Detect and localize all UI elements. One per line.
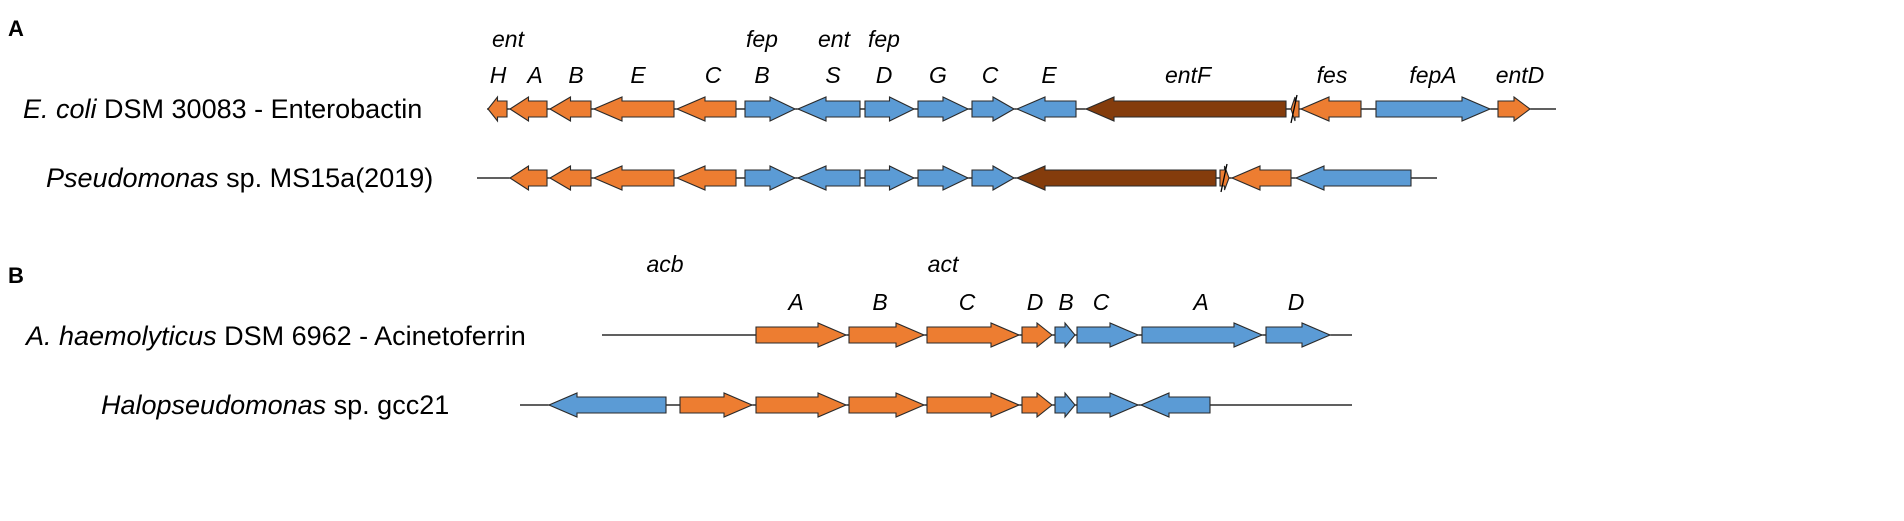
row-a1-gene-1 (487, 95, 508, 123)
organism-name-haemolyticus: A. haemolyticus (24, 321, 217, 351)
organism-name-halopseudomonas: Halopseudomonas (101, 390, 326, 420)
row-a2-gene-6 (796, 165, 861, 191)
row-a1-gene-9 (917, 96, 970, 122)
row-a1-gene-11 (1015, 96, 1077, 122)
gene-label-C: C (705, 62, 722, 88)
gene-label-G: G (929, 62, 947, 88)
row-a2-gene-5 (744, 165, 797, 191)
prefix-fep-2: fep (868, 26, 900, 52)
row-b1-gene-2 (848, 322, 926, 348)
gene-label-acbC: C (959, 289, 976, 315)
gene-row-pseudomonas (508, 163, 1412, 193)
organism-label-halopseudomonas: Halopseudomonas sp. gcc21 (101, 390, 449, 420)
organism-desc-haemolyticus: DSM 6962 - Acinetoferrin (217, 321, 526, 351)
row-b1-gene-1 (755, 322, 848, 348)
row-b2-gene-5 (926, 392, 1021, 418)
row-a2-gene-9 (971, 165, 1016, 191)
organism-desc-ecoli: DSM 30083 - Enterobactin (97, 94, 423, 124)
gene-row-haemolyticus (755, 321, 1332, 349)
gene-label-entE2: E (1041, 62, 1057, 88)
gene-row-ecoli (487, 94, 1531, 124)
organism-name-pseudomonas: Pseudomonas (46, 163, 219, 193)
row-a1-gene-6 (744, 96, 797, 122)
prefix-ent-2: ent (818, 26, 852, 52)
organism-desc-pseudomonas: sp. MS15a(2019) (219, 163, 434, 193)
row-a2-gene-10 (1015, 165, 1217, 191)
gene-label-A: A (525, 62, 542, 88)
row-b2-gene-2 (679, 392, 754, 418)
gene-label-actD: D (1288, 289, 1305, 315)
gene-label-actA: A (1191, 289, 1208, 315)
gene-row-halopseudomonas (547, 391, 1211, 419)
gene-label-H: H (490, 62, 507, 88)
gene-label-acbD: D (1027, 289, 1044, 315)
gene-label-acbB: B (872, 289, 887, 315)
gene-label-acbA: A (786, 289, 803, 315)
row-a1-gene-12 (1084, 96, 1287, 122)
prefix-acb: acb (646, 251, 683, 277)
panel-a: A ent fep ent fep H A B E C B S D G C E … (8, 16, 1556, 193)
row-b2-gene-3 (755, 392, 848, 418)
gene-label-actC: C (1093, 289, 1110, 315)
organism-desc-halopseudomonas: sp. gcc21 (326, 390, 449, 420)
row-b1-gene-7 (1141, 322, 1264, 348)
row-b2-gene-8 (1076, 392, 1140, 418)
panel-a-letter: A (8, 16, 24, 41)
gene-label-entD: entD (1496, 62, 1545, 88)
row-b1-gene-4 (1021, 321, 1053, 349)
gene-label-entF: entF (1165, 62, 1213, 88)
row-a2-gene-13 (1294, 165, 1412, 191)
row-a2-gene-12 (1230, 165, 1292, 191)
prefix-act: act (928, 251, 960, 277)
row-a1-sequence-break (1290, 94, 1298, 124)
row-a1-gene-14 (1299, 96, 1362, 122)
row-b2-gene-9 (1139, 392, 1211, 418)
row-a1-gene-4 (592, 96, 675, 122)
row-b2-gene-1 (547, 392, 667, 418)
gene-label-B: B (568, 62, 583, 88)
panel-b-letter: B (8, 263, 24, 288)
gene-label-fepA: fepA (1409, 62, 1456, 88)
row-a1-gene-10 (971, 96, 1016, 122)
prefix-fep-1: fep (746, 26, 778, 52)
row-a1-gene-3 (548, 96, 592, 122)
row-b1-gene-3 (926, 322, 1021, 348)
row-a1-gene-5 (675, 96, 737, 122)
gene-label-S: S (825, 62, 841, 88)
row-a1-gene-16 (1497, 95, 1531, 123)
row-a2-gene-4 (675, 165, 737, 191)
row-a1-gene-7 (796, 96, 861, 122)
row-b1-gene-5 (1054, 321, 1076, 349)
gene-label-E: E (630, 62, 646, 88)
row-a1-gene-2 (508, 95, 548, 123)
prefix-ent-1: ent (492, 26, 526, 52)
gene-label-fepC: C (982, 62, 999, 88)
row-a1-gene-15 (1375, 96, 1492, 122)
row-a2-sequence-break (1220, 163, 1228, 193)
row-b2-gene-4 (848, 392, 926, 418)
row-a2-gene-2 (548, 165, 592, 191)
gene-label-actB: B (1058, 289, 1073, 315)
row-b1-gene-8 (1265, 322, 1332, 348)
gene-label-fepB: B (754, 62, 769, 88)
gene-label-fes: fes (1317, 62, 1348, 88)
organism-name-ecoli: E. coli (23, 94, 98, 124)
row-a1-gene-8 (864, 96, 916, 122)
panel-b: B acb act A B C D B C A D A. haemolyticu… (8, 251, 1352, 420)
row-a2-gene-8 (917, 165, 970, 191)
row-a2-gene-3 (592, 165, 675, 191)
row-b1-gene-6 (1076, 322, 1140, 348)
row-b2-gene-7 (1054, 391, 1076, 419)
row-a2-gene-7 (864, 165, 916, 191)
organism-label-pseudomonas: Pseudomonas sp. MS15a(2019) (46, 163, 433, 193)
row-b2-gene-6 (1021, 391, 1053, 419)
row-a2-gene-1 (508, 164, 548, 192)
organism-label-ecoli: E. coli DSM 30083 - Enterobactin (23, 94, 422, 124)
gene-label-D: D (876, 62, 893, 88)
organism-label-haemolyticus: A. haemolyticus DSM 6962 - Acinetoferrin (24, 321, 526, 351)
